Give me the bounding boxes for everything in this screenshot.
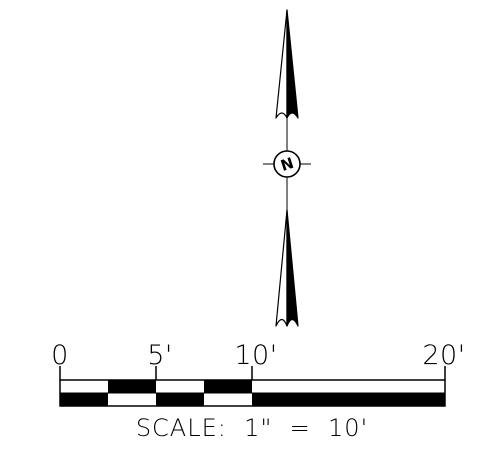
scale-bar-label-0: 0 <box>51 340 69 371</box>
scale-bar-top-segment-black-2 <box>204 380 252 393</box>
north-arrow-upper-right-half <box>286 9 299 119</box>
scale-bar-label-20: 20' <box>422 340 465 371</box>
scale-bar-bottom-segment-black-2 <box>156 393 204 406</box>
scale-bar-bottom-segment-black-3 <box>252 393 445 406</box>
north-arrow-lower-left-half <box>275 209 288 327</box>
north-arrow-circle <box>273 150 301 178</box>
scale-bar-caption: SCALE: 1" = 10' <box>136 414 368 442</box>
scale-bar-bottom-segment-black-1 <box>60 393 108 406</box>
scale-bar-top-segment-black-1 <box>108 380 156 393</box>
scale-bar-label-5: 5' <box>147 340 173 371</box>
north-arrow-upper-left-half <box>275 9 288 119</box>
scale-bar-label-10: 10' <box>234 340 277 371</box>
north-arrow-lower-right-half <box>286 209 299 327</box>
north-arrow-letter: N <box>278 154 296 175</box>
north-arrow: N <box>263 9 311 327</box>
scale-bar: 0 5' 10' 20' SCALE: 1" = 10' <box>51 340 465 442</box>
